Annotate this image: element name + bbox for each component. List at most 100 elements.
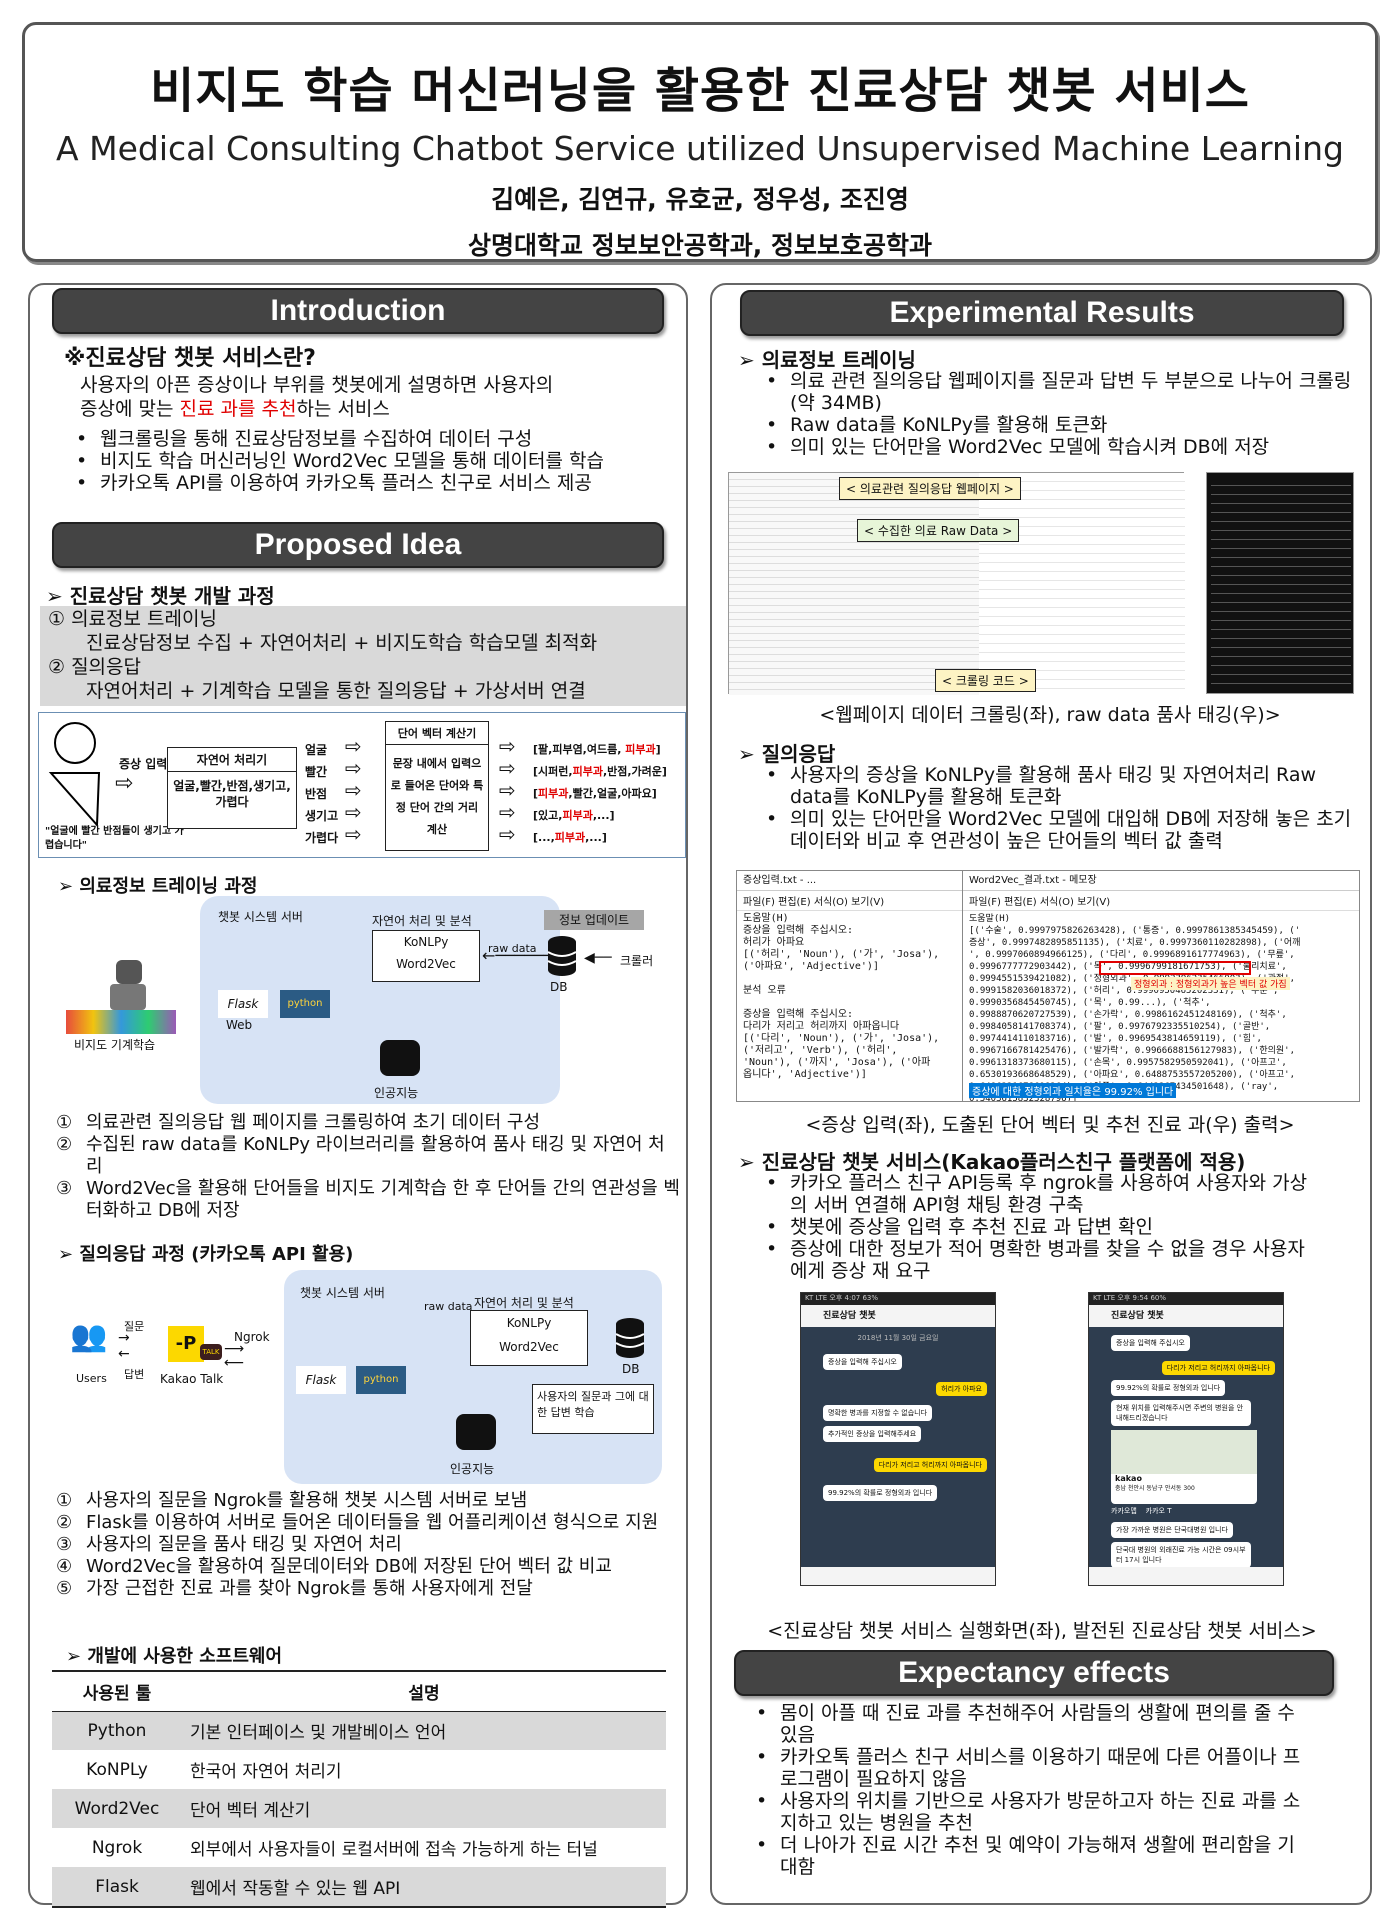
s3-bullets: 카카오 플러스 친구 API등록 후 ngrok를 사용하여 사용자와 가상의 … xyxy=(760,1172,1320,1282)
s1-caption: <웹페이지 데이터 크롤링(좌), raw data 품사 태깅(우)> xyxy=(819,704,1281,726)
result-bullet: 의미 있는 단어만을 Word2Vec 모델에 학습시켜 DB에 저장 xyxy=(760,436,1360,458)
phone-screenshot-basic: KT LTE 오후 4:07 63% 진료상담 챗봇 2018년 11월 30일… xyxy=(800,1292,996,1586)
train-db-label: DB xyxy=(550,980,568,994)
step2-desc: 자연어처리 + 기계학습 모델을 통한 질의응답 + 가상서버 연결 xyxy=(86,680,586,702)
person-icon xyxy=(48,722,101,828)
sw-heading: ➢ 개발에 사용한 소프트웨어 xyxy=(66,1646,283,1667)
result-bullet: 의료 관련 질의응답 웹페이지를 질문과 답변 두 부분으로 나누어 크롤링 (… xyxy=(760,370,1360,414)
input-quote: "얼굴에 빨간 반점들이 생기고 가렵습니다" xyxy=(45,826,184,851)
qa-server-label: 챗봇 시스템 서버 xyxy=(300,1286,385,1300)
token-arrows: ⇨⇨⇨⇨⇨ xyxy=(345,734,362,846)
python-logo: python xyxy=(280,990,330,1018)
intro-bullet: 웹크롤링을 통해 진료상담정보를 수집하여 데이터 구성 xyxy=(70,428,680,450)
intro-desc-2: 증상에 맞는 진료 과를 추천하는 서비스 xyxy=(80,398,390,420)
qa-heading: ➢ 질의응답 과정 (카카오톡 API 활용) xyxy=(58,1244,354,1265)
notepad-input-window: 증상입력.txt - ... 파일(F) 편집(E) 서식(O) 보기(V) 도… xyxy=(736,870,968,1102)
intro-bullets: 웹크롤링을 통해 진료상담정보를 수집하여 데이터 구성 비지도 학습 머신러닝… xyxy=(70,428,680,494)
result-bullet: Raw data를 KoNLPy를 활용해 토큰화 xyxy=(760,414,1360,436)
intro-bullet: 비지도 학습 머신러닝인 Word2Vec 모델을 통해 데이터를 학습 xyxy=(70,450,680,472)
s3-heading: ➢ 진료상담 챗봇 서비스(Kakao플러스친구 플랫폼에 적용) xyxy=(738,1150,1246,1174)
update-label: 정보 업데이트 xyxy=(544,910,644,930)
output-arrows: ⇨⇨⇨⇨⇨ xyxy=(499,734,516,846)
robot-icon xyxy=(96,960,156,1020)
train-ai-label: 인공지능 xyxy=(374,1086,419,1100)
expect-bullet: 카카오톡 플러스 친구 서비스를 이용하기 때문에 다른 어플이나 프로그램이 … xyxy=(750,1746,1310,1790)
crawl-screenshot: < 의료관련 질의응답 웹페이지 > < 수집한 의료 Raw Data > <… xyxy=(728,472,1185,695)
intro-question: ※진료상담 챗봇 서비스란? xyxy=(64,346,316,371)
qa-nlp-label: 자연어 처리 및 분석 xyxy=(474,1296,574,1310)
train-raw-label: raw data xyxy=(488,942,537,955)
arrow-icon: ⇨ xyxy=(115,771,134,796)
flask-logo: Flask xyxy=(296,1366,346,1394)
qa-learn-box: 사용자의 질문과 그에 대한 답변 학습 xyxy=(532,1384,654,1434)
crawler-label: 크롤러 xyxy=(620,954,654,968)
s3-caption: <진료상담 챗봇 서비스 실행화면(좌), 발전된 진료상담 챗봇 서비스> xyxy=(767,1620,1317,1642)
output-list: [팔,피부염,여드름, 피부과] [시퍼런,피부과,반점,가려운] [피부과,빨… xyxy=(533,743,667,844)
kakao-plus-icon: -P xyxy=(168,1326,204,1362)
notepad2-menu: 파일(F) 편집(E) 서식(O) 보기(V) xyxy=(963,891,1359,911)
question-label: 질문 xyxy=(124,1320,145,1333)
highlight-box xyxy=(1099,961,1251,975)
dev-heading: ➢ 진료상담 챗봇 개발 과정 xyxy=(46,584,275,608)
result-bullet: 사용자의 증상을 KoNLPy를 활용해 품사 태깅 및 자연어처리 Raw d… xyxy=(760,764,1364,808)
result-bullet: 의미 있는 단어만을 Word2Vec 모델에 대입해 DB에 저장해 놓은 초… xyxy=(760,808,1364,852)
result-bullet: 카카오 플러스 친구 API등록 후 ngrok를 사용하여 사용자와 가상의 … xyxy=(760,1172,1320,1216)
section-expectancy-effects: Expectancy effects xyxy=(734,1650,1334,1696)
train-server-label: 챗봇 시스템 서버 xyxy=(218,910,303,924)
ngrok-arrows-icon: ⟶⟵ xyxy=(224,1341,245,1371)
ngrok-label: Ngrok xyxy=(234,1330,270,1344)
section-proposed-idea: Proposed Idea xyxy=(52,522,664,568)
result-bullet: 챗봇에 증상을 입력 후 추천 진료 과 답변 확인 xyxy=(760,1216,1320,1238)
dev-steps-box xyxy=(40,606,686,706)
notepad-result-window: Word2Vec_결과.txt - 메모장 파일(F) 편집(E) 서식(O) … xyxy=(962,870,1360,1102)
left-arrow-icon: ←────── xyxy=(482,946,554,965)
s2-heading: ➢ 질의응답 xyxy=(738,742,836,766)
notepad1-title: 증상입력.txt - ... xyxy=(737,871,967,891)
crawler-arrow-icon: ◀── xyxy=(584,950,612,966)
ai-icon xyxy=(456,1414,496,1450)
title-english: A Medical Consulting Chatbot Service uti… xyxy=(56,129,1344,168)
sw-header-desc: 설명 xyxy=(408,1683,440,1704)
result-footer: 증상에 대한 정형외과 일치율은 99.92% 입니다 xyxy=(969,1083,1177,1098)
python-logo: python xyxy=(356,1366,406,1394)
symptom-flow-diagram: 증상 입력 ⇨ "얼굴에 빨간 반점들이 생기고 가렵습니다" 자연어 처리기 … xyxy=(38,712,686,858)
train-heading: ➢ 의료정보 트레이닝 과정 xyxy=(58,876,258,897)
kakao-label: Kakao Talk xyxy=(160,1372,224,1386)
users-icon: 👥 xyxy=(70,1319,108,1354)
unsup-label: 비지도 기계학습 xyxy=(74,1038,156,1052)
qa-ai-label: 인공지능 xyxy=(450,1462,495,1476)
expect-bullet: 더 나아가 진료 시간 추천 및 예약이 가능해져 생활에 편리함을 기대함 xyxy=(750,1834,1310,1878)
intro-desc-1: 사용자의 아픈 증상이나 부위를 챗봇에게 설명하면 사용자의 xyxy=(80,374,554,396)
section-introduction: Introduction xyxy=(52,288,664,334)
input-label: 증상 입력 xyxy=(119,757,168,771)
database-icon xyxy=(615,1318,645,1358)
s1-bullets: 의료 관련 질의응답 웹페이지를 질문과 답변 두 부분으로 나누어 크롤링 (… xyxy=(760,370,1360,458)
double-arrow-icon: →← xyxy=(118,1330,130,1362)
step1-title: ① 의료정보 트레이닝 xyxy=(48,608,217,630)
expect-bullets: 몸이 아플 때 진료 과를 추천해주어 사람들의 생활에 편의를 줄 수 있음 … xyxy=(750,1702,1310,1878)
flask-logo: Flask xyxy=(218,990,268,1018)
nlp-box: 자연어 처리기 얼굴,빨간,반점,생기고, 가렵다 xyxy=(167,747,297,829)
phone-screenshot-advanced: KT LTE 오후 9:54 60% 진료상담 챗봇 증상을 입력해 주십시오 … xyxy=(1088,1292,1284,1586)
train-nlp-label: 자연어 처리 및 분석 xyxy=(372,914,472,928)
section-experimental-results: Experimental Results xyxy=(740,290,1344,336)
step1-desc: 진료상담정보 수집 + 자연어처리 + 비지도학습 학습모델 최적화 xyxy=(86,632,598,654)
s1-heading: ➢ 의료정보 트레이닝 xyxy=(738,348,916,372)
pos-tagging-screenshot xyxy=(1206,472,1354,694)
